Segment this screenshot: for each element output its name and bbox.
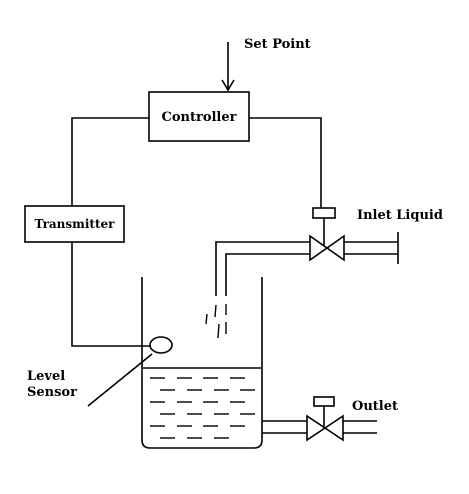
outlet-valve-body: [306, 414, 344, 442]
controller-block: Controller: [148, 91, 250, 142]
tank-liquid: [143, 367, 261, 439]
inlet-valve-actuator: [312, 207, 336, 219]
inlet-liquid-label: Inlet Liquid: [357, 208, 443, 223]
level-sensor-float: [149, 336, 173, 354]
controller-label: Controller: [162, 110, 237, 125]
level-sensor-label-line2: Sensor: [27, 385, 77, 400]
set-point-label: Set Point: [244, 37, 311, 52]
transmitter-to-sensor-line: [71, 242, 150, 347]
controller-box: [148, 91, 250, 142]
outlet-valve-actuator: [313, 396, 335, 407]
inlet-valve-body: [309, 234, 345, 262]
tank-wall: [141, 277, 263, 449]
inlet-control-valve: [309, 207, 345, 262]
outlet-label: Outlet: [352, 399, 398, 414]
inlet-drips: [205, 304, 227, 339]
transmitter-box: [24, 205, 125, 243]
controller-to-inlet-valve-line: [249, 117, 322, 208]
outlet-valve: [306, 396, 344, 442]
controller-to-transmitter-line: [71, 117, 149, 206]
inlet-pipe: [215, 232, 399, 296]
outlet-pipe: [262, 420, 377, 434]
level-sensor-label-line1: Level: [27, 369, 65, 384]
transmitter-label: Transmitter: [35, 217, 116, 231]
transmitter-block: Transmitter: [24, 205, 125, 243]
set-point-arrowhead: [221, 79, 235, 92]
